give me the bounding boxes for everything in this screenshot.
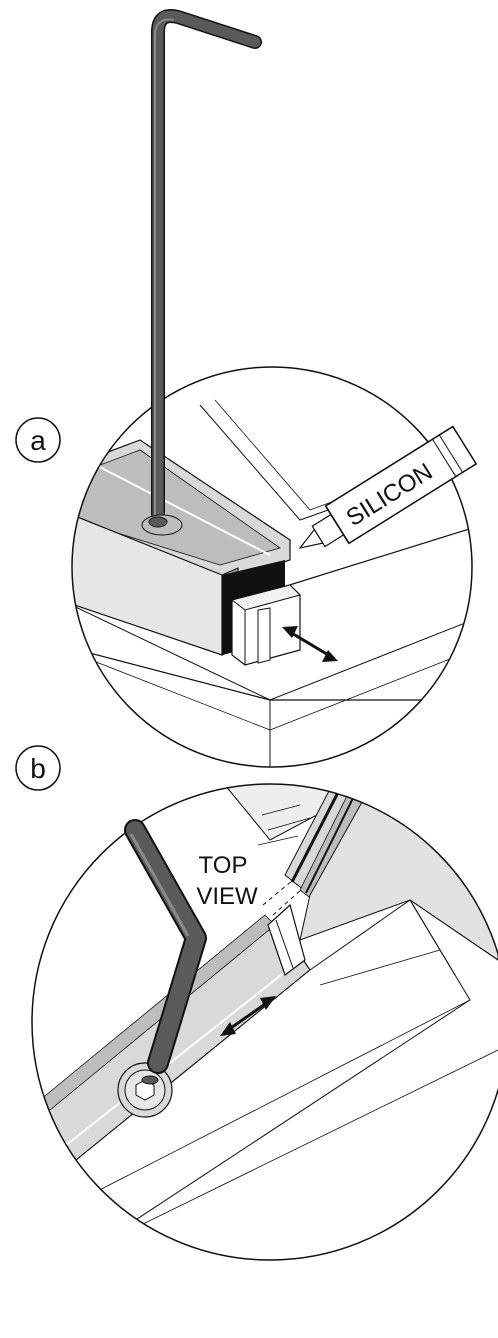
step-a-marker: a xyxy=(15,417,61,463)
top-view-line1: TOP xyxy=(199,852,248,879)
detail-circle-a xyxy=(71,366,473,768)
double-arrow-icon xyxy=(220,996,276,1036)
step-a-label: a xyxy=(30,425,46,456)
step-b-label: b xyxy=(30,753,46,784)
allen-key-icon xyxy=(141,9,262,536)
detail-circle-b xyxy=(31,783,498,1261)
hex-socket-screw-icon xyxy=(117,1062,173,1118)
end-cap-icon xyxy=(267,903,306,976)
top-view-line2: VIEW xyxy=(196,883,258,910)
double-arrow-icon xyxy=(282,626,338,662)
step-b-marker: b xyxy=(15,745,61,791)
step-b-group: b xyxy=(15,745,498,1261)
end-cap-icon xyxy=(230,584,301,666)
step-a-group: a xyxy=(15,9,478,768)
top-view-caption: TOP VIEW xyxy=(196,852,258,910)
allen-key-icon xyxy=(124,819,207,1085)
